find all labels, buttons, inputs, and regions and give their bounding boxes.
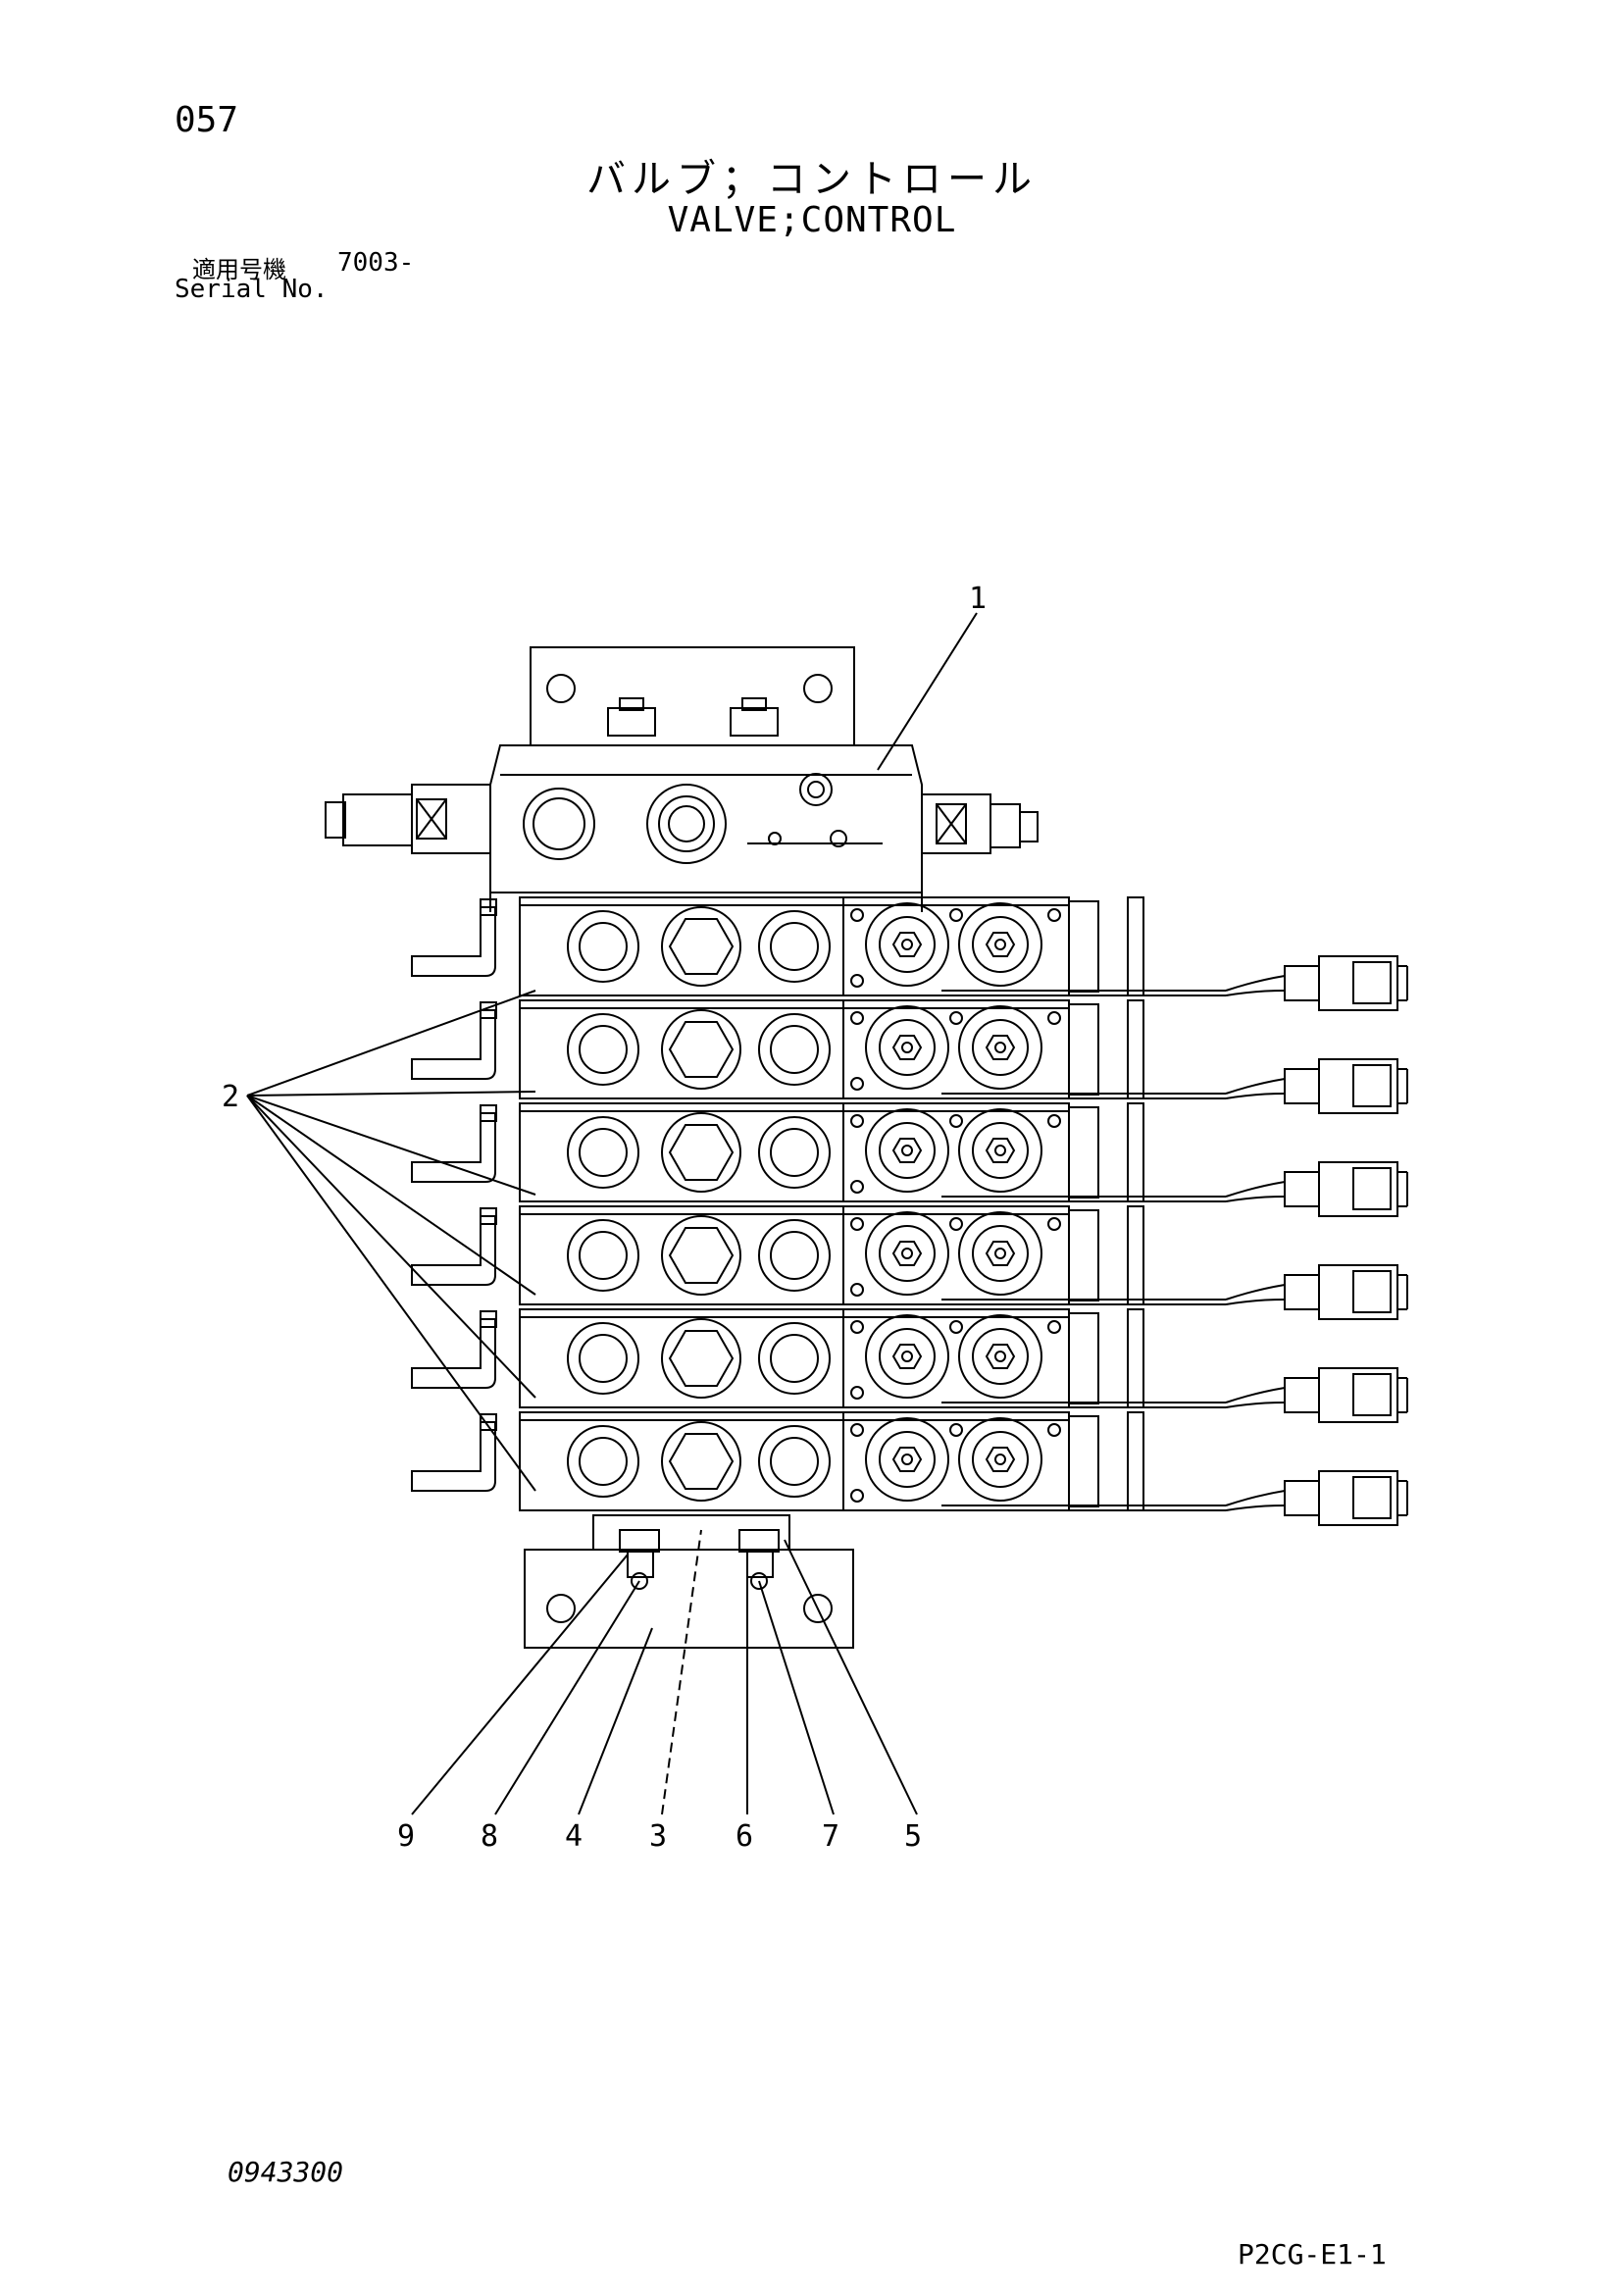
solenoid-coil bbox=[865, 1108, 949, 1193]
base-bracket bbox=[524, 1549, 854, 1649]
connector-plug bbox=[1284, 1377, 1320, 1413]
callout-5: 5 bbox=[904, 1819, 922, 1854]
solenoid-coil bbox=[958, 1005, 1042, 1090]
solenoid-coil bbox=[865, 902, 949, 987]
solenoid-coil bbox=[865, 1005, 949, 1090]
connector-plug bbox=[1284, 1274, 1320, 1310]
serial-value: 7003- bbox=[337, 248, 415, 278]
valve-sections bbox=[411, 896, 1408, 1526]
solenoid-coil bbox=[865, 1314, 949, 1399]
callout-9: 9 bbox=[397, 1819, 415, 1854]
solenoid-coil bbox=[958, 1211, 1042, 1296]
connector-plug bbox=[1284, 1068, 1320, 1104]
drawing-number: 0943300 bbox=[228, 2156, 344, 2188]
lever-handle bbox=[411, 1112, 496, 1183]
lever-handle bbox=[411, 1215, 496, 1286]
callout-3: 3 bbox=[649, 1819, 667, 1854]
solenoid-coil bbox=[958, 902, 1042, 987]
callout-4: 4 bbox=[565, 1819, 583, 1854]
inlet-manifold bbox=[489, 744, 923, 893]
connector-plug bbox=[1284, 1480, 1320, 1516]
lever-handle bbox=[411, 1421, 496, 1492]
lever-handle bbox=[411, 1318, 496, 1389]
page-number: 057 bbox=[175, 100, 239, 140]
callout-7: 7 bbox=[822, 1819, 839, 1854]
connector-plug bbox=[1284, 965, 1320, 1001]
title-japanese: バルブ；コントロール bbox=[586, 157, 1038, 202]
solenoid-coil bbox=[865, 1211, 949, 1296]
solenoid-coil bbox=[865, 1417, 949, 1502]
lever-handle bbox=[411, 1009, 496, 1080]
solenoid-coil bbox=[958, 1314, 1042, 1399]
connector-plug bbox=[1284, 1171, 1320, 1207]
serial-label-english: Serial No. bbox=[175, 275, 329, 304]
callout-8: 8 bbox=[481, 1819, 498, 1854]
solenoid-coil bbox=[958, 1108, 1042, 1193]
callout-6: 6 bbox=[736, 1819, 753, 1854]
bottom-plate bbox=[592, 1514, 790, 1551]
serial-label-japanese: 適用号機 bbox=[192, 256, 286, 283]
solenoid-coil bbox=[958, 1417, 1042, 1502]
sheet-code: P2CG-E1-1 bbox=[1238, 2238, 1387, 2270]
title-english: VALVE;CONTROL bbox=[667, 200, 957, 240]
callout-1: 1 bbox=[969, 582, 987, 616]
callout-2: 2 bbox=[222, 1080, 239, 1114]
lever-handle bbox=[411, 906, 496, 977]
